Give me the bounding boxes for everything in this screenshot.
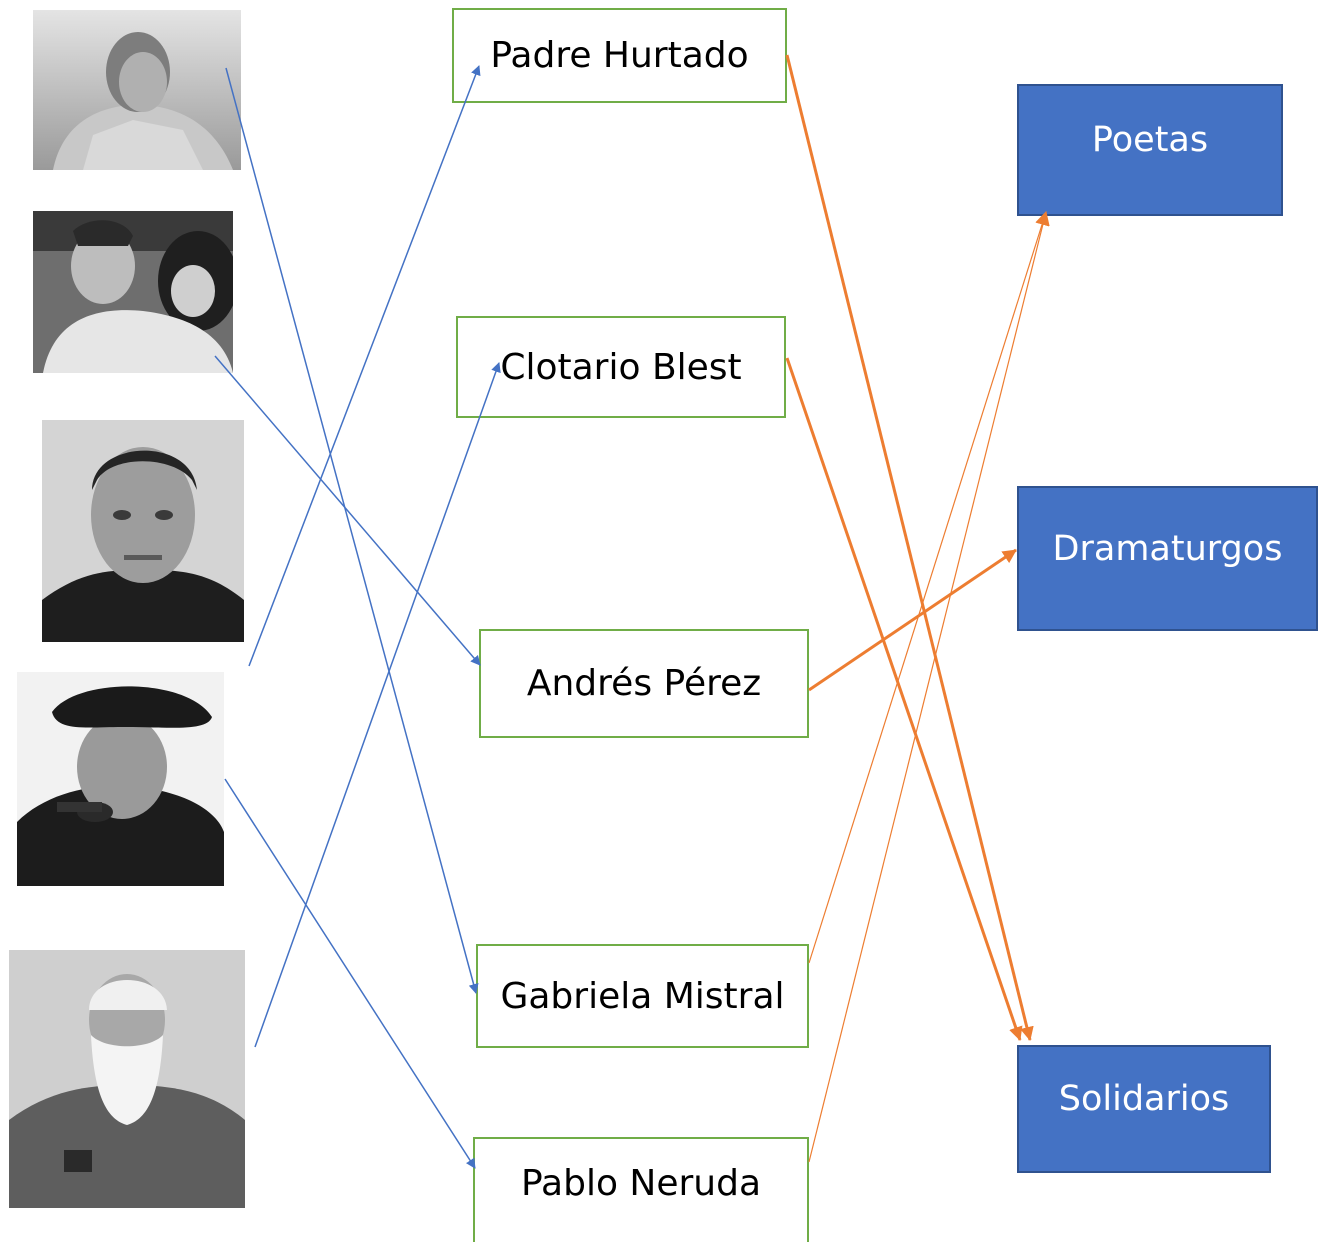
portrait-photo-5 [9,950,245,1208]
category-label: Poetas [1091,120,1209,160]
class-arrow-padre-hurtado-to-solidarios [785,54,1034,1041]
class-arrow-pablo-neruda-to-poetas [808,211,1050,1163]
name-label: Clotario Blest [500,346,742,388]
portrait-photo-3 [42,420,244,642]
category-label: Solidarios [1058,1079,1230,1119]
name-label: Pablo Neruda [520,1163,762,1204]
match-arrow-photo-3-to-padre-hurtado [248,65,481,667]
name-box-clotario-blest: Clotario Blest [456,316,786,418]
category-box-dramaturgos: Dramaturgos [1017,486,1318,631]
name-label: Padre Hurtado [490,35,749,76]
class-arrow-andres-perez-to-dramaturgos [808,548,1017,692]
category-box-solidarios: Solidarios [1017,1045,1271,1173]
name-box-andres-perez: Andrés Pérez [479,629,809,738]
category-label: Dramaturgos [1052,528,1283,569]
match-arrow-photo-5-to-clotario-blest [254,362,501,1048]
name-label: Gabriela Mistral [500,975,785,1017]
match-arrow-photo-4-to-pablo-neruda [224,778,476,1169]
category-box-poetas: Poetas [1017,84,1283,216]
class-arrow-clotario-blest-to-solidarios [785,357,1023,1041]
portrait-photo-2 [33,211,233,373]
portrait-photo-1 [33,10,241,170]
name-box-gabriela-mistral: Gabriela Mistral [476,944,809,1048]
portrait-photo-4 [17,672,224,886]
class-arrow-gabriela-mistral-to-poetas [808,211,1049,964]
match-arrow-photo-2-to-andres-perez [214,355,481,666]
name-box-pablo-neruda: Pablo Neruda [473,1137,809,1242]
name-label: Andrés Pérez [526,663,762,704]
name-box-padre-hurtado: Padre Hurtado [452,8,787,103]
match-arrow-photo-1-to-gabriela-mistral [225,67,479,994]
